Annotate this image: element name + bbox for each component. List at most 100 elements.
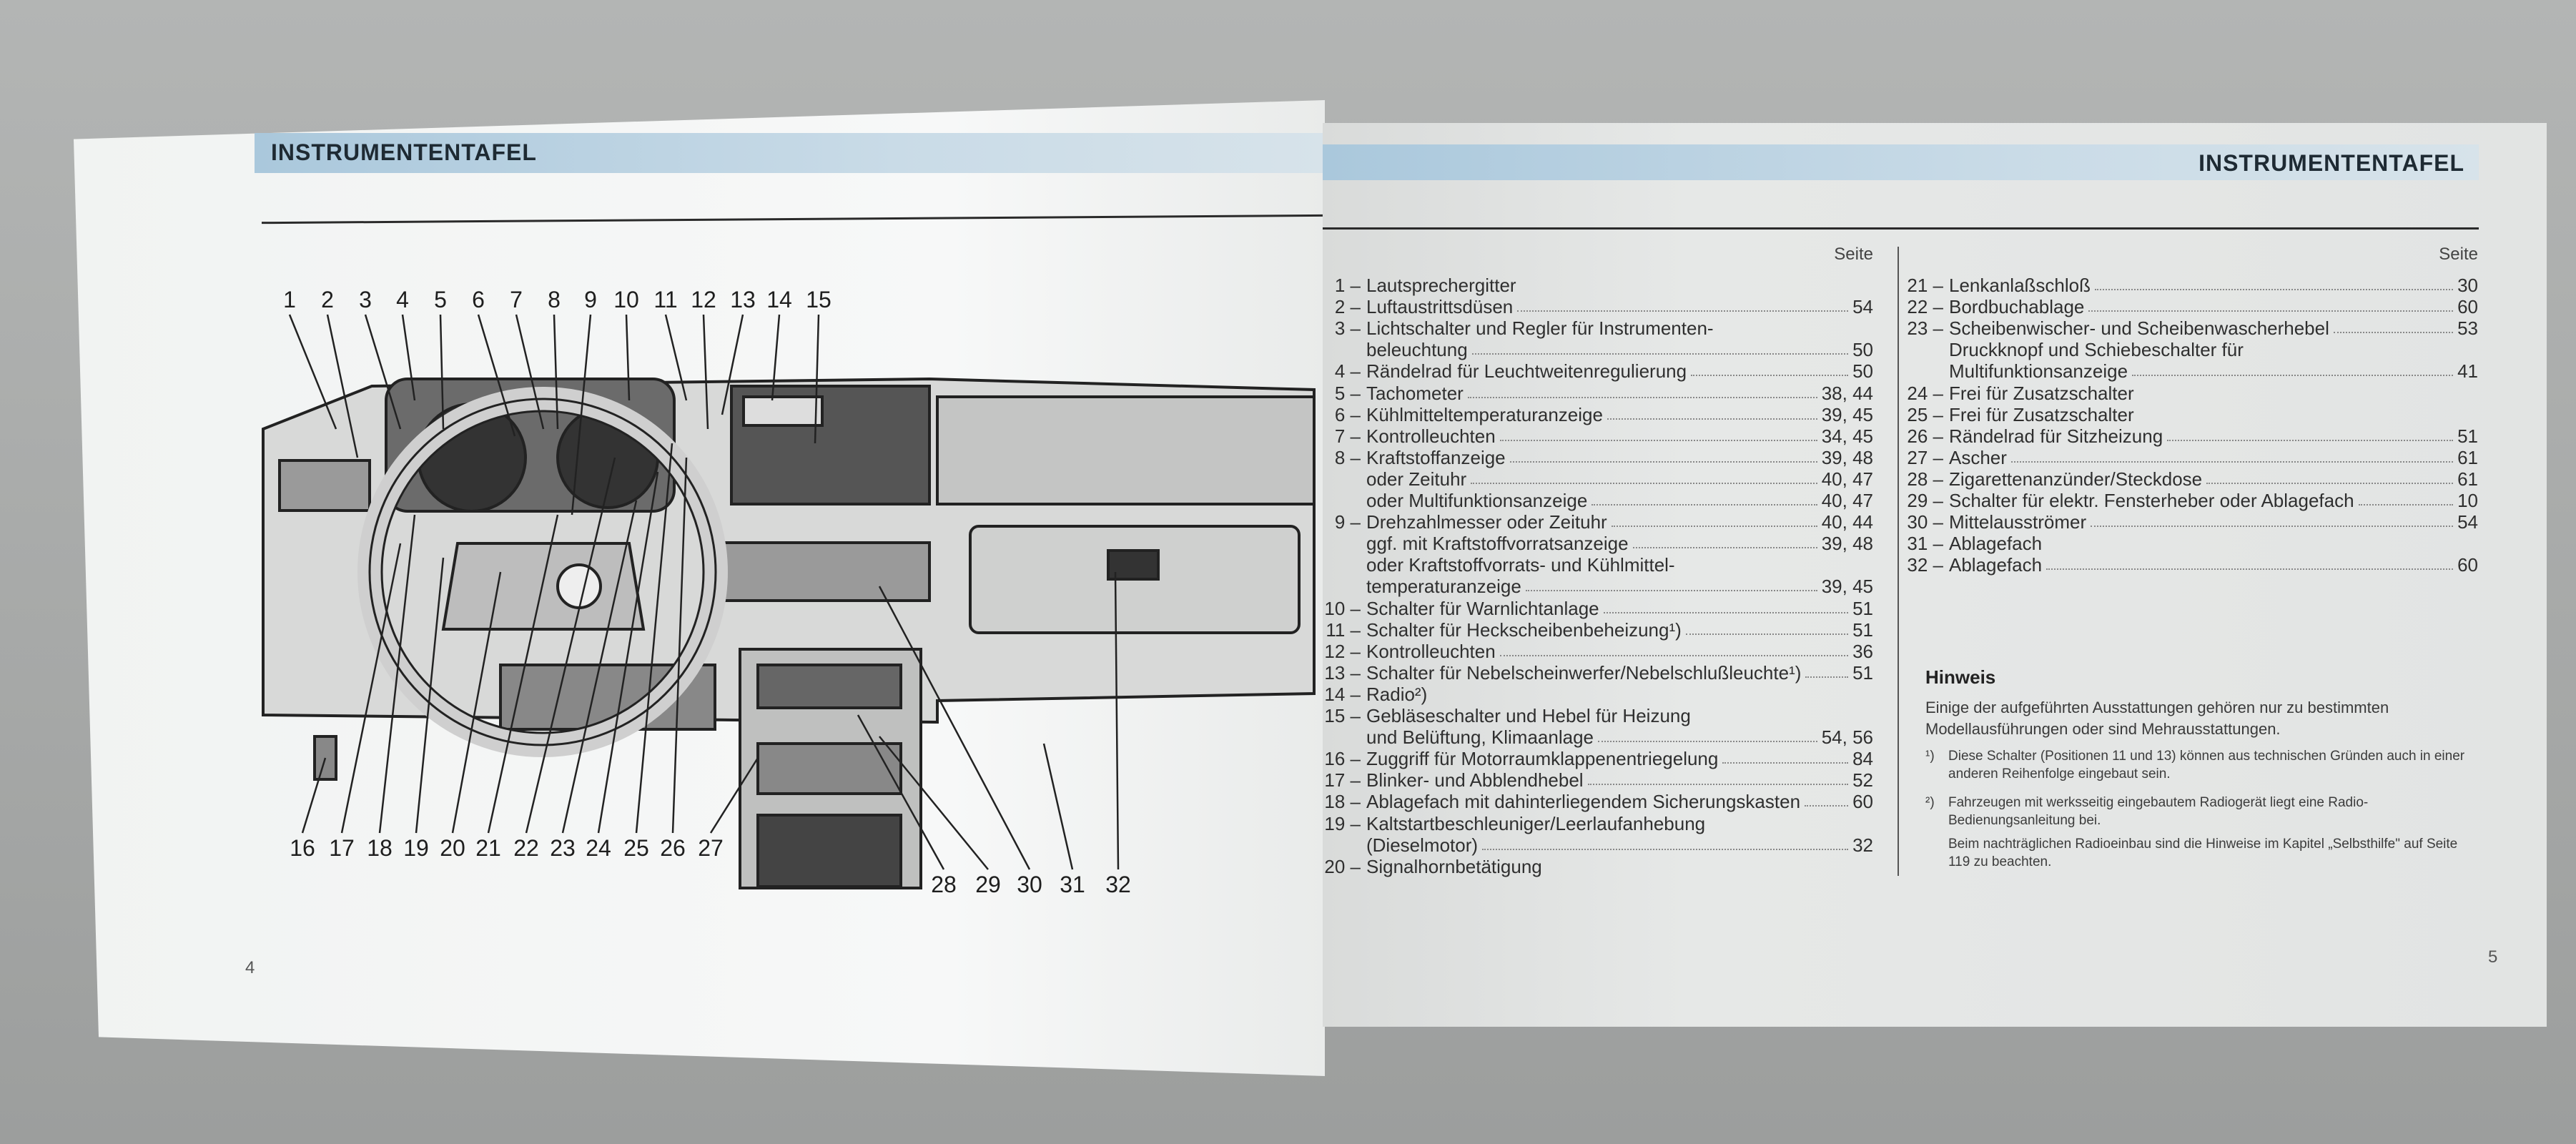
- callout-number: 10: [613, 287, 639, 312]
- item-number: 27 –: [1907, 446, 1943, 468]
- item-number: [1305, 490, 1361, 511]
- list-item: 24 – Frei für Zusatzschalter: [1887, 383, 2478, 404]
- list-item: 19 –Kaltstartbeschleuniger/Leerlaufanheb…: [1305, 813, 1873, 834]
- glovebox-lock: [1107, 549, 1160, 581]
- item-number: [1305, 468, 1361, 490]
- callout-number: 24: [586, 835, 611, 861]
- item-label: Lichtschalter und Regler für Instrumente…: [1366, 317, 1714, 340]
- item-label: Schalter für elektr. Fensterheber oder A…: [1949, 490, 2354, 511]
- callout-line: [561, 500, 638, 834]
- leader-dots: [1805, 662, 1849, 678]
- callout-line: [814, 314, 820, 444]
- item-page: 61: [2457, 468, 2478, 490]
- leader-dots: [1587, 769, 1849, 786]
- callout-number: 28: [931, 872, 957, 897]
- leader-dots: [2206, 468, 2454, 484]
- item-label: Tachometer: [1366, 382, 1464, 404]
- item-label: Gebläseschalter und Hebel für Heizung: [1366, 705, 1691, 726]
- leader-dots: [1499, 425, 1817, 441]
- list-item: 14 –Radio²): [1305, 684, 1873, 705]
- leader-dots: [1691, 360, 1849, 377]
- leader-dots: [2046, 554, 2454, 571]
- callout-number: 27: [698, 835, 724, 861]
- callout-line: [364, 314, 402, 430]
- item-label: Kühlmitteltemperaturanzeige: [1366, 403, 1603, 425]
- item-number: 7 –: [1334, 425, 1361, 447]
- item-label: Zigarettenanzünder/Steckdose: [1949, 468, 2203, 490]
- callout-number: 30: [1017, 872, 1042, 897]
- item-page: 50: [1852, 339, 1873, 361]
- item-number: 24 –: [1907, 382, 1943, 404]
- item-page: 60: [2457, 296, 2478, 318]
- footnote2-mark: ²): [1925, 795, 1935, 810]
- item-label: Scheibenwischer- und Scheibenwascherhebe…: [1949, 317, 2329, 340]
- item-number: [1305, 576, 1361, 597]
- item-number: 2 –: [1334, 296, 1361, 318]
- item-label: Bordbuchablage: [1949, 296, 2085, 318]
- item-number: 20 –: [1324, 855, 1361, 877]
- footnote1-mark: ¹): [1925, 749, 1935, 764]
- item-label: Rändelrad für Sitzheizung: [1949, 425, 2163, 447]
- item-page: 51: [1852, 597, 1873, 619]
- callout-number: 9: [584, 287, 597, 312]
- item-label: (Dieselmotor): [1366, 834, 1479, 856]
- item-label: und Belüftung, Klimaanlage: [1366, 726, 1594, 749]
- list-item: 31 –Ablagefach: [1887, 533, 2478, 554]
- leader-dots: [1525, 576, 1817, 592]
- callout-number: 29: [975, 872, 1001, 897]
- callout-line: [301, 757, 327, 834]
- leader-dots: [1598, 726, 1817, 743]
- leader-dots: [1603, 598, 1849, 613]
- item-page: 60: [1852, 791, 1873, 813]
- item-label: Drehzahlmesser oder Zeituhr: [1366, 511, 1607, 533]
- callout-number: 23: [550, 835, 576, 861]
- callout-number: 5: [434, 287, 447, 312]
- callout-line: [515, 314, 545, 430]
- right-title-rule: [1323, 227, 2479, 230]
- item-number: [1305, 339, 1361, 360]
- item-page: 51: [1852, 661, 1873, 684]
- callout-line: [378, 514, 416, 834]
- item-label: Signalhornbetätigung: [1366, 855, 1542, 877]
- item-number: 30 –: [1907, 511, 1943, 533]
- callout-line: [635, 443, 673, 834]
- callout-number: 14: [766, 287, 792, 312]
- leader-dots: [1592, 490, 1817, 506]
- item-page: 84: [1852, 748, 1873, 770]
- callout-line: [415, 557, 445, 834]
- item-label: Frei für Zusatzschalter: [1949, 382, 2134, 404]
- item-label: Schalter für Warnlichtanlage: [1366, 597, 1599, 619]
- callout-number: 12: [691, 287, 716, 312]
- leader-dots: [1805, 791, 1849, 807]
- left-title-band: [255, 133, 1323, 173]
- callout-number: 4: [396, 287, 409, 312]
- leader-dots: [2167, 425, 2454, 441]
- item-number: 21 –: [1907, 275, 1943, 296]
- leader-dots: [1471, 339, 1849, 355]
- item-page: 51: [2457, 425, 2478, 447]
- callout-line: [401, 314, 416, 401]
- callout-number: 16: [290, 835, 315, 861]
- callout-line: [879, 736, 989, 870]
- leader-dots: [1499, 641, 1849, 656]
- vw-logo: [556, 563, 602, 609]
- item-number: 12 –: [1324, 640, 1361, 662]
- item-page: 51: [1852, 618, 1873, 641]
- callout-number: 13: [730, 287, 756, 312]
- list-item: 4 –Rändelrad für Leuchtweitenregulierung…: [1305, 360, 1873, 382]
- item-page: 38, 44: [1821, 382, 1873, 404]
- item-page: 36: [1852, 640, 1873, 662]
- item-label: oder Multifunktionsanzeige: [1366, 490, 1588, 511]
- item-page: 30: [2457, 275, 2478, 296]
- leader-dots: [2095, 275, 2454, 290]
- list-item: 13 –Schalter für Nebelscheinwerfer/Nebel…: [1305, 662, 1873, 684]
- callout-line: [439, 314, 445, 430]
- item-number: 4 –: [1334, 360, 1361, 383]
